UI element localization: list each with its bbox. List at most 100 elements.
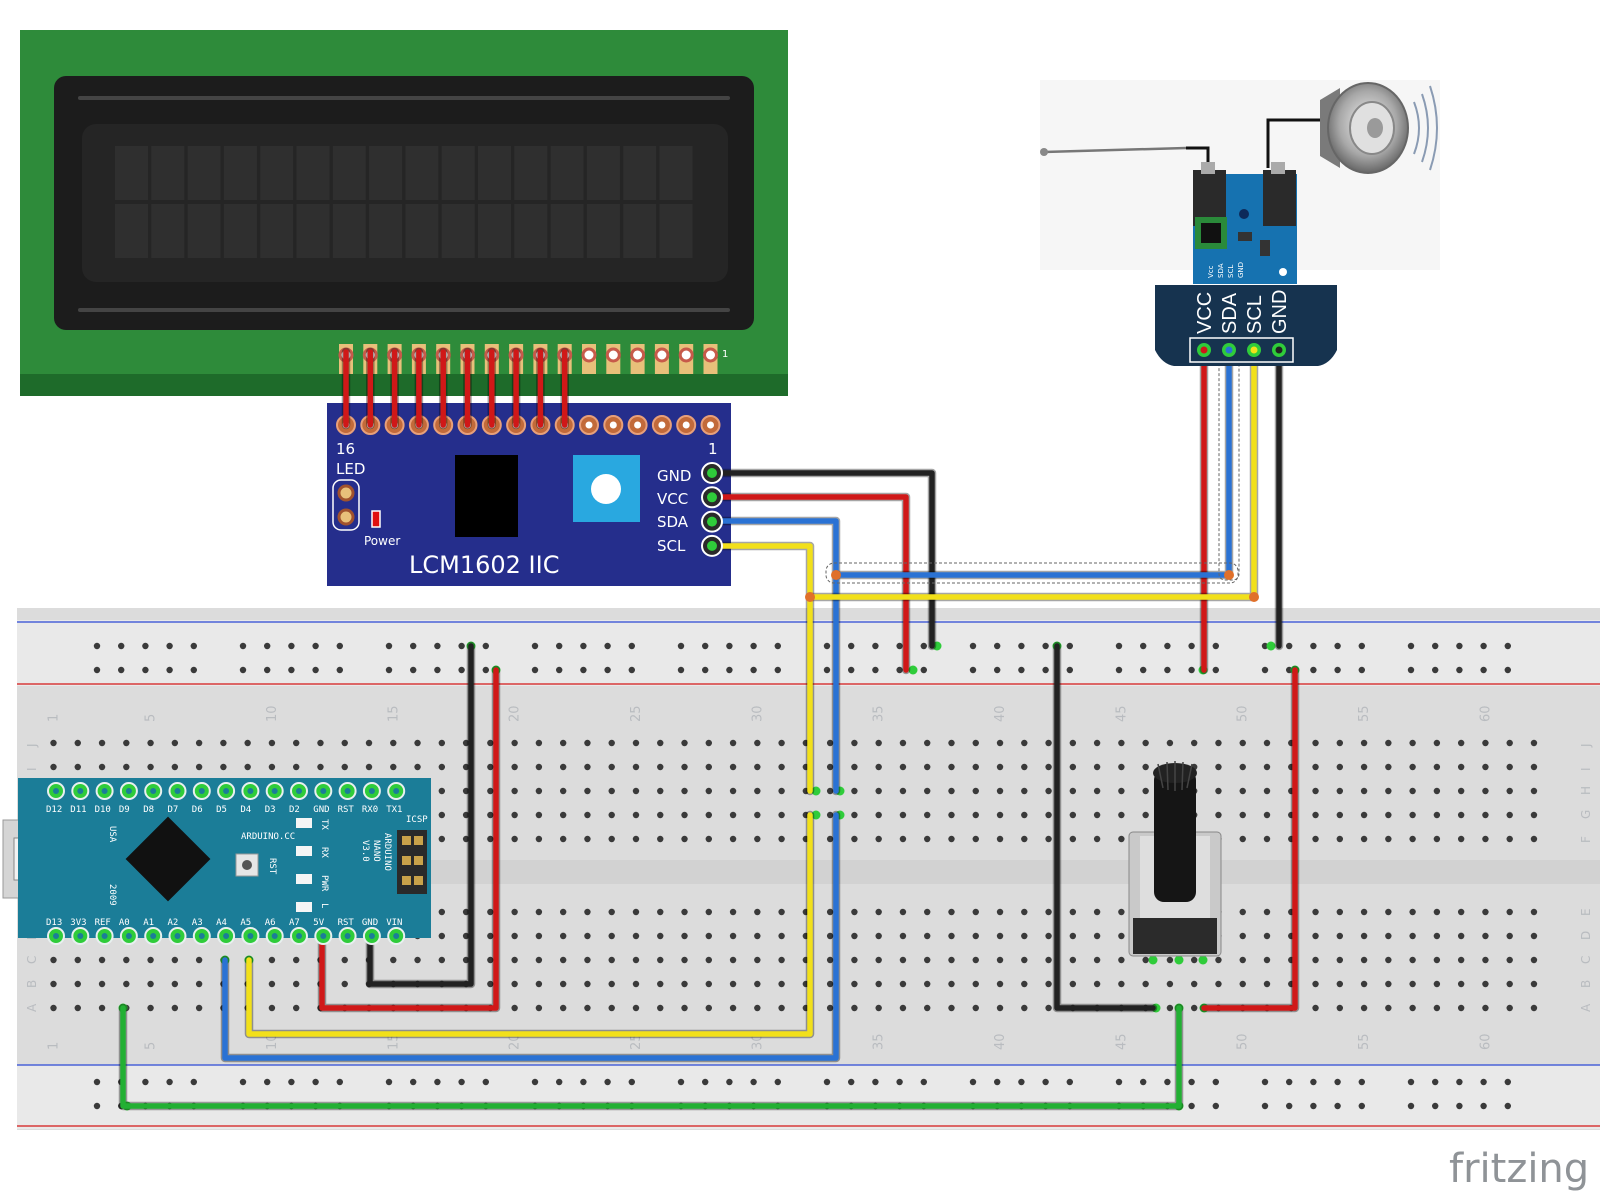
breadboard-hole: [996, 1004, 1004, 1012]
breadboard-hole: [293, 1004, 300, 1012]
nano-pin-label: D6: [192, 805, 203, 815]
wire-vcc-lcd[interactable]: [713, 494, 909, 673]
rail-hole: [434, 642, 441, 650]
breadboard-hole: [511, 763, 518, 771]
nano-brand: ARDUINO.CC: [241, 832, 295, 842]
rail-hole: [1310, 666, 1317, 674]
rail-hole: [1066, 642, 1074, 650]
wire-scl-lcd[interactable]: [713, 543, 813, 794]
rail-hole: [702, 666, 709, 674]
lcd-character-cell: [478, 146, 511, 200]
nano-led-label: PWR: [319, 875, 329, 892]
column-number: 30: [750, 705, 765, 722]
breadboard-hole: [1093, 908, 1101, 916]
breadboard-hole: [1336, 787, 1344, 795]
breadboard-hole: [826, 980, 834, 988]
rail-hole: [264, 642, 271, 650]
breadboard-hole: [220, 739, 227, 747]
wire-sda-lcd[interactable]: [713, 518, 839, 794]
breadboard-hole: [171, 739, 179, 747]
breadboard-hole: [123, 980, 130, 988]
breadboard-hole: [1021, 739, 1028, 747]
breadboard-hole: [487, 739, 494, 747]
breadboard-hole: [1118, 932, 1125, 940]
rail-hole: [93, 1078, 101, 1086]
lcd-display: 1: [20, 30, 788, 396]
breadboard-hole: [511, 956, 518, 964]
breadboard-hole: [1069, 956, 1077, 964]
breadboard-hole: [632, 787, 640, 795]
lcd-character-cell: [441, 146, 475, 200]
led-label: LED: [336, 460, 365, 478]
breadboard-hole: [559, 908, 567, 916]
breadboard-hole: [996, 835, 1004, 843]
breadboard-hole: [632, 763, 640, 771]
breadboard-hole: [972, 908, 979, 916]
rail-hole: [1407, 666, 1415, 674]
breadboard-hole: [826, 835, 834, 843]
breadboard-hole: [584, 811, 591, 819]
column-number: 10: [265, 705, 280, 722]
wire-nano-gnd[interactable]: [367, 643, 474, 987]
wire-gnd-lcd[interactable]: [713, 470, 935, 649]
breadboard-hole: [584, 739, 591, 747]
rail-hole: [1334, 1078, 1341, 1086]
rail-hole: [239, 666, 247, 674]
breadboard-hole: [535, 787, 543, 795]
breadboard-hole: [851, 956, 858, 964]
breadboard-hole: [826, 932, 834, 940]
wire-pot-wiper[interactable]: [120, 1005, 1182, 1109]
wire-pot-vcc[interactable]: [1201, 667, 1298, 1011]
breadboard-hole: [487, 811, 494, 819]
connected-hole: [908, 665, 918, 675]
rail-hole: [264, 666, 271, 674]
breadboard-hole: [438, 835, 446, 843]
wire-sda-sensor[interactable]: [833, 347, 1232, 578]
nano-pin-label: VIN: [386, 918, 402, 928]
breadboard-hole: [487, 908, 494, 916]
breadboard-hole: [875, 835, 882, 843]
wire-nano-a4-sda[interactable]: [222, 812, 839, 1061]
breadboard-hole: [147, 739, 154, 747]
nano-led: [296, 902, 312, 912]
wire-nano-a5-scl[interactable]: [246, 812, 813, 1037]
breadboard-hole: [705, 908, 712, 916]
rail-hole: [410, 1078, 417, 1086]
rail-hole: [677, 666, 685, 674]
breadboard-hole: [948, 811, 955, 819]
breadboard-hole: [1215, 787, 1222, 795]
breadboard-hole: [899, 811, 907, 819]
breadboard-hole: [1190, 980, 1198, 988]
i2c-side-pins: [701, 462, 723, 557]
breadboard-hole: [1530, 1004, 1538, 1012]
nano-led-label: L: [319, 903, 329, 908]
breadboard-hole: [1482, 811, 1489, 819]
row-label: A: [25, 1003, 39, 1012]
rail-hole: [312, 642, 319, 650]
column-number: 45: [1114, 1033, 1129, 1050]
connected-hole: [1266, 641, 1276, 651]
wire-pot-gnd[interactable]: [1054, 643, 1156, 1011]
breadboard-hole: [1385, 932, 1392, 940]
rail-hole: [458, 642, 465, 650]
breadboard-hole: [1506, 811, 1513, 819]
breadboard-hole: [948, 1004, 955, 1012]
icsp-pin: [414, 836, 423, 845]
breadboard-hole: [1021, 787, 1028, 795]
breadboard-hole: [1045, 956, 1052, 964]
breadboard-hole: [705, 835, 712, 843]
breadboard-hole: [511, 811, 518, 819]
rail-hole: [1310, 1078, 1317, 1086]
breadboard-hole: [851, 1004, 858, 1012]
breadboard-hole: [50, 739, 57, 747]
wire-nano-5v[interactable]: [319, 667, 499, 1011]
column-number: 60: [1478, 705, 1493, 722]
nano-pin-label: 5V: [313, 918, 324, 928]
rail-hole: [604, 666, 611, 674]
breadboard-hole: [924, 908, 931, 916]
breadboard-hole: [1506, 980, 1513, 988]
breadboard-hole: [729, 739, 737, 747]
rail-hole: [1212, 1078, 1220, 1086]
breadboard-hole: [1409, 956, 1416, 964]
breadboard-hole: [1093, 739, 1101, 747]
